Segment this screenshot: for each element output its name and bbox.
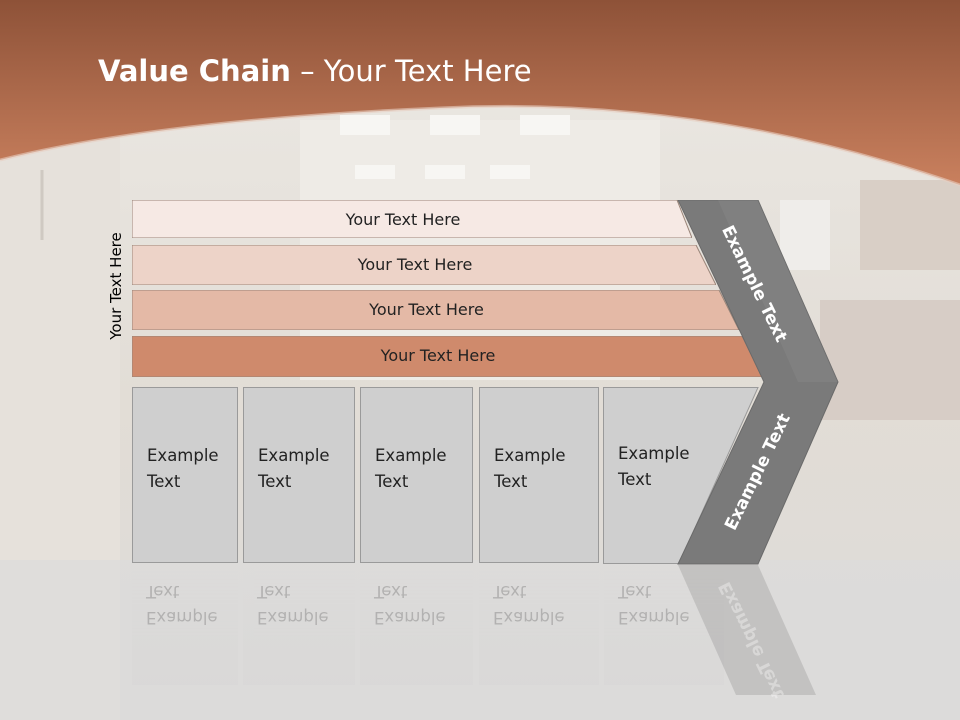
reflection-column-2: Example Text — [243, 565, 355, 685]
bar-label: Your Text Here — [369, 299, 484, 319]
vertical-axis-label: Your Text Here — [107, 232, 125, 340]
column-text-line-1: Example — [375, 446, 447, 465]
activity-column-5: Example Text — [618, 441, 690, 493]
support-bar-2: Your Text Here — [132, 245, 716, 285]
bar-shape — [132, 290, 739, 330]
bar-label: Your Text Here — [357, 254, 473, 274]
column-text-line-2: Text — [258, 472, 292, 491]
reflection-text-1: Example — [493, 608, 565, 627]
activity-column-1: Example Text — [132, 387, 238, 563]
slide-title: Value Chain – Your Text Here — [98, 54, 532, 88]
reflection-text-2: Text — [493, 582, 527, 601]
column-text-line-1: Example — [258, 446, 330, 465]
column-text-line-2: Text — [494, 472, 528, 491]
reflection-chevron — [678, 565, 816, 695]
support-bar-4: Your Text Here — [132, 336, 762, 377]
reflection-text-2: Text — [374, 582, 408, 601]
reflection-text-1: Example — [146, 608, 218, 627]
reflection-column-4: Example Text — [479, 565, 599, 685]
column-text-line-1: Example — [494, 446, 566, 465]
bar-label: Your Text Here — [380, 345, 496, 365]
column-text-line-2: Text — [618, 470, 652, 489]
reflection-text-1: Example — [374, 608, 446, 627]
bar-shape — [132, 200, 692, 238]
column-text-line-1: Example — [147, 446, 219, 465]
title-bold: Value Chain — [98, 54, 291, 88]
margin-chevron — [677, 200, 839, 565]
column-text-line-2: Text — [375, 472, 409, 491]
support-bar-3: Your Text Here — [132, 290, 739, 330]
reflection-column-1: Example Text — [132, 565, 238, 685]
support-bar-1: Your Text Here — [132, 200, 692, 238]
reflection-text-1: Example — [257, 608, 329, 627]
activity-column-3: Example Text — [360, 387, 473, 563]
reflection-column-3: Example Text — [360, 565, 473, 685]
activity-column-4: Example Text — [479, 387, 599, 563]
title-rest: – Your Text Here — [290, 54, 532, 88]
bar-shape — [132, 245, 716, 285]
column-text-line-2: Text — [147, 472, 181, 491]
reflection-text-2: Text — [257, 582, 291, 601]
bar-label: Your Text Here — [345, 209, 461, 229]
bar-shape — [132, 336, 762, 377]
column-text-line-1: Example — [618, 444, 690, 463]
activity-column-2: Example Text — [243, 387, 355, 563]
reflection-text-2: Text — [146, 582, 180, 601]
